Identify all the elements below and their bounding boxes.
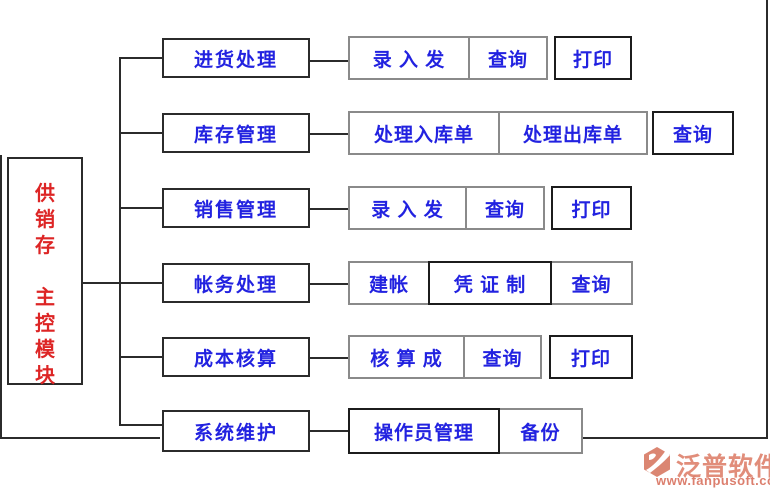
root-connector [83, 282, 162, 284]
branch-line-6 [119, 424, 162, 426]
node-query-2: 查询 [652, 111, 734, 155]
module-box-system-maintenance: 系统维护 [162, 410, 310, 452]
node-outbound-order: 处理出库单 [498, 111, 648, 155]
module-box-cost-accounting: 成本核算 [162, 337, 310, 377]
bottom-right-line [583, 437, 768, 439]
branch-line-3 [119, 207, 164, 209]
bottom-left-line [0, 437, 160, 439]
branch-line-5 [119, 356, 164, 358]
node-query-4: 查询 [550, 261, 633, 305]
node-print-1: 打印 [554, 36, 632, 80]
child-connector-6 [310, 430, 350, 432]
fanpu-logo-icon [644, 447, 670, 477]
node-inbound-order: 处理入库单 [348, 111, 500, 155]
node-print-3: 打印 [551, 186, 632, 230]
node-backup: 备份 [498, 408, 583, 454]
branch-line-1 [119, 57, 164, 59]
child-connector-1 [310, 60, 350, 62]
child-connector-3 [310, 208, 350, 210]
node-print-5: 打印 [549, 335, 633, 379]
node-cost-calc: 核 算 成 [348, 335, 465, 379]
module-box-inventory-management: 库存管理 [162, 113, 310, 153]
node-operator-management: 操作员管理 [348, 408, 500, 454]
child-connector-4 [310, 283, 350, 285]
node-entry-dispatch-2: 录 入 发 [348, 186, 467, 230]
node-query-5: 查询 [463, 335, 542, 379]
node-create-account: 建帐 [348, 261, 430, 305]
module-box-accounting-processing: 帐务处理 [162, 263, 310, 303]
right-edge-line [766, 0, 768, 439]
child-connector-2 [310, 133, 350, 135]
root-module-box: 供 销 存 主 控 模 块 [7, 157, 83, 387]
fanpu-url[interactable]: www.fanpusoft.com [656, 473, 770, 488]
module-box-purchase-processing: 进货处理 [162, 38, 310, 78]
branch-line-2 [119, 132, 164, 134]
trunk-line [119, 57, 121, 426]
node-query-3: 查询 [465, 186, 545, 230]
child-connector-5 [310, 357, 350, 359]
node-voucher: 凭 证 制 [428, 261, 552, 305]
left-edge-line [0, 155, 2, 439]
node-query-1: 查询 [468, 36, 548, 80]
module-box-sales-management: 销售管理 [162, 188, 310, 228]
fanpu-brand-text: 泛普软件 [676, 453, 770, 481]
node-entry-dispatch-1: 录 入 发 [348, 36, 470, 80]
